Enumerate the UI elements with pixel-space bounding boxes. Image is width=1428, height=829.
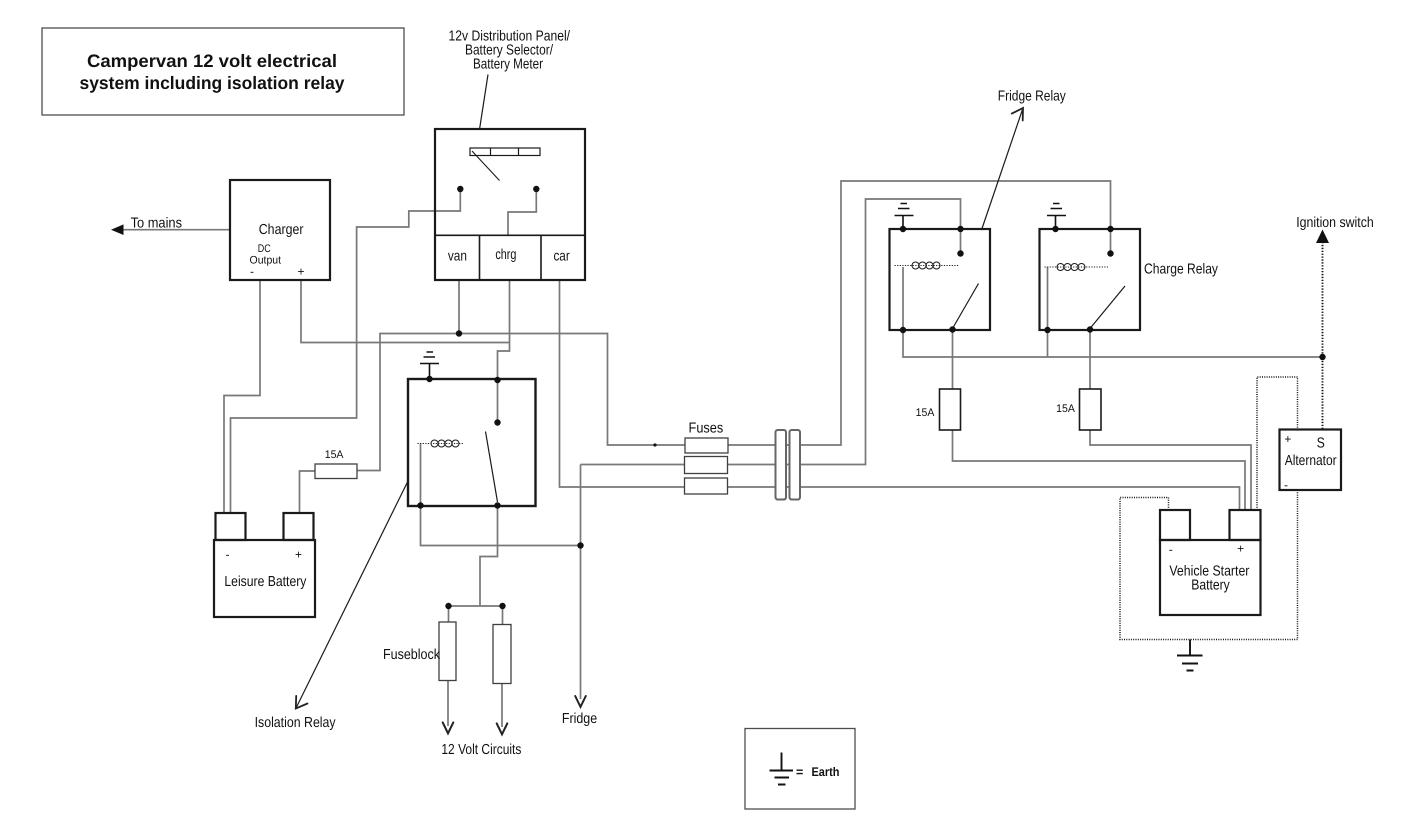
svg-text:Output: Output [250, 254, 282, 266]
svg-text:Ignition switch: Ignition switch [1296, 215, 1374, 231]
svg-text:-: - [1284, 478, 1288, 492]
svg-text:Alternator: Alternator [1285, 453, 1337, 469]
svg-text:Fridge Relay: Fridge Relay [998, 89, 1067, 105]
svg-text:S: S [1317, 435, 1325, 451]
svg-text:Leisure Battery: Leisure Battery [224, 574, 307, 590]
svg-text:+: + [1284, 432, 1291, 446]
svg-text:car: car [553, 248, 569, 264]
svg-text:-: - [250, 265, 254, 279]
svg-text:-: - [1169, 543, 1173, 557]
svg-text:15A: 15A [325, 449, 344, 461]
svg-text:Battery: Battery [1191, 577, 1230, 593]
svg-text:=: = [796, 765, 803, 779]
svg-text:12 Volt Circuits: 12 Volt Circuits [441, 742, 521, 758]
svg-text:Vehicle Starter: Vehicle Starter [1169, 564, 1249, 580]
svg-text:15A: 15A [916, 407, 935, 419]
svg-text:Fridge: Fridge [562, 711, 597, 727]
svg-text:chrg: chrg [495, 247, 516, 263]
svg-text:+: + [295, 548, 302, 562]
svg-text:15A: 15A [1056, 403, 1075, 415]
svg-text:-: - [226, 548, 230, 562]
svg-text:Battery Selector/: Battery Selector/ [465, 43, 554, 59]
svg-text:system including isolation rel: system including isolation relay [80, 73, 345, 93]
svg-text:+: + [297, 265, 304, 279]
svg-text:van: van [448, 248, 467, 264]
svg-text:12v Distribution Panel/: 12v Distribution Panel/ [449, 29, 571, 45]
svg-text:Earth: Earth [812, 765, 840, 779]
svg-text:Fuses: Fuses [689, 421, 724, 437]
svg-text:Campervan 12 volt electrical: Campervan 12 volt electrical [87, 51, 337, 71]
svg-text:+: + [1237, 542, 1244, 556]
svg-text:Isolation Relay: Isolation Relay [255, 715, 337, 731]
svg-text:Charger: Charger [259, 222, 304, 238]
svg-text:Battery Meter: Battery Meter [473, 57, 543, 73]
svg-text:To mains: To mains [131, 216, 182, 232]
svg-text:Charge Relay: Charge Relay [1144, 262, 1219, 278]
svg-text:Fuseblock: Fuseblock [383, 647, 441, 663]
svg-text:DC: DC [258, 243, 271, 255]
